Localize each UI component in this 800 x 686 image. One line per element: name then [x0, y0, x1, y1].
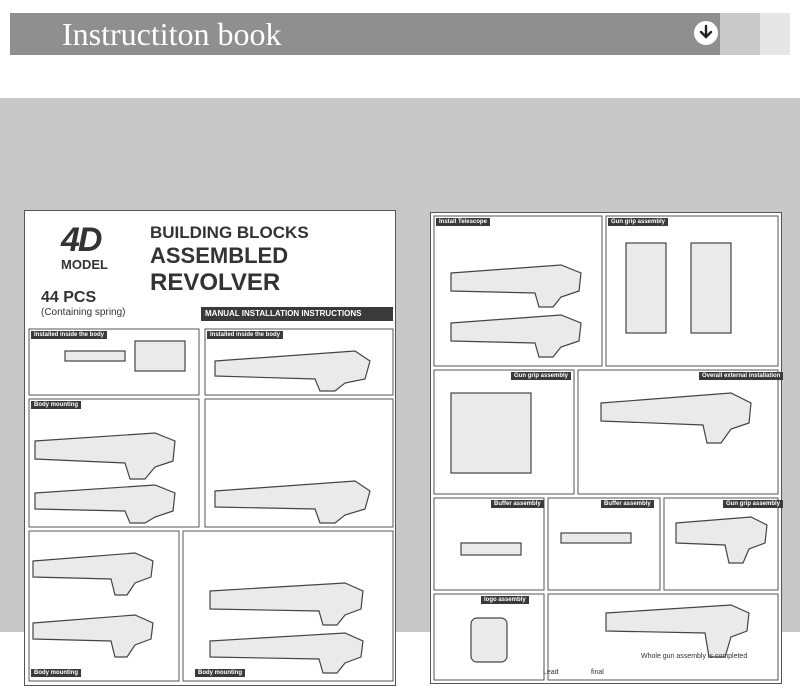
header-bar: Instructiton book	[10, 13, 790, 55]
step-box-grip-1	[605, 215, 779, 367]
label-body-mounting: Body mounting	[31, 401, 81, 409]
instruction-page-left: 4D MODEL BUILDING BLOCKS ASSEMBLED REVOL…	[24, 210, 396, 686]
step-box-2	[204, 328, 394, 396]
booklet-title-line3: REVOLVER	[150, 269, 281, 296]
label-body-mounting: Body mounting	[195, 669, 245, 677]
step-box-grip-3	[663, 497, 779, 591]
label-final: final	[591, 669, 604, 676]
step-box-grip-2	[433, 369, 575, 495]
logo-4d: 4D	[61, 221, 102, 259]
label-gun-grip-assembly: Gun grip assembly	[511, 372, 572, 380]
step-box-5	[28, 530, 180, 682]
step-box-4	[204, 398, 394, 528]
label-installed-body: Installed inside the body	[207, 331, 284, 339]
step-box-buffer-2	[547, 497, 661, 591]
piece-count: 44 PCS	[41, 289, 97, 306]
instruction-page-right: Install Telescope Gun grip assembly Gun …	[430, 212, 784, 684]
label-install-telescope: Install Telescope	[436, 218, 490, 226]
label-gun-grip-assembly: Gun grip assembly	[608, 218, 669, 226]
header-strip	[720, 13, 760, 55]
label-whole-gun: Whole gun assembly is completed	[641, 653, 748, 660]
left-page-diagrams	[28, 328, 394, 682]
booklet-photo: 4D MODEL BUILDING BLOCKS ASSEMBLED REVOL…	[0, 98, 800, 686]
label-buffer-assembly: Buffer assembly	[601, 500, 654, 508]
piece-note: (Containing spring)	[41, 307, 126, 318]
label-installed-body: Installed inside the body	[31, 331, 108, 339]
page-title: Instructiton book	[62, 16, 282, 52]
step-box-buffer-1	[433, 497, 545, 591]
label-lead: Lead	[543, 669, 559, 676]
label-gun-grip-assembly: Gun grip assembly	[723, 500, 784, 508]
label-logo-assembly: logo assembly	[481, 596, 529, 604]
step-box-telescope	[433, 215, 603, 367]
step-box-overall	[577, 369, 779, 495]
step-box-1	[28, 328, 200, 396]
right-page-diagrams	[433, 215, 779, 681]
step-box-final	[547, 593, 779, 681]
booklet-title-line1: BUILDING BLOCKS	[150, 223, 309, 242]
label-overall-external: Overall external installation	[699, 372, 784, 380]
arrow-down-circle-icon[interactable]	[694, 21, 718, 45]
label-body-mounting: Body mounting	[31, 669, 81, 677]
booklet-title-line2: ASSEMBLED	[150, 243, 289, 268]
logo-model: MODEL	[61, 257, 108, 272]
header-strip-light	[760, 13, 790, 55]
manual-instructions-bar: MANUAL INSTALLATION INSTRUCTIONS	[201, 307, 393, 321]
label-buffer-assembly: Buffer assembly	[491, 500, 544, 508]
step-box-3	[28, 398, 200, 528]
